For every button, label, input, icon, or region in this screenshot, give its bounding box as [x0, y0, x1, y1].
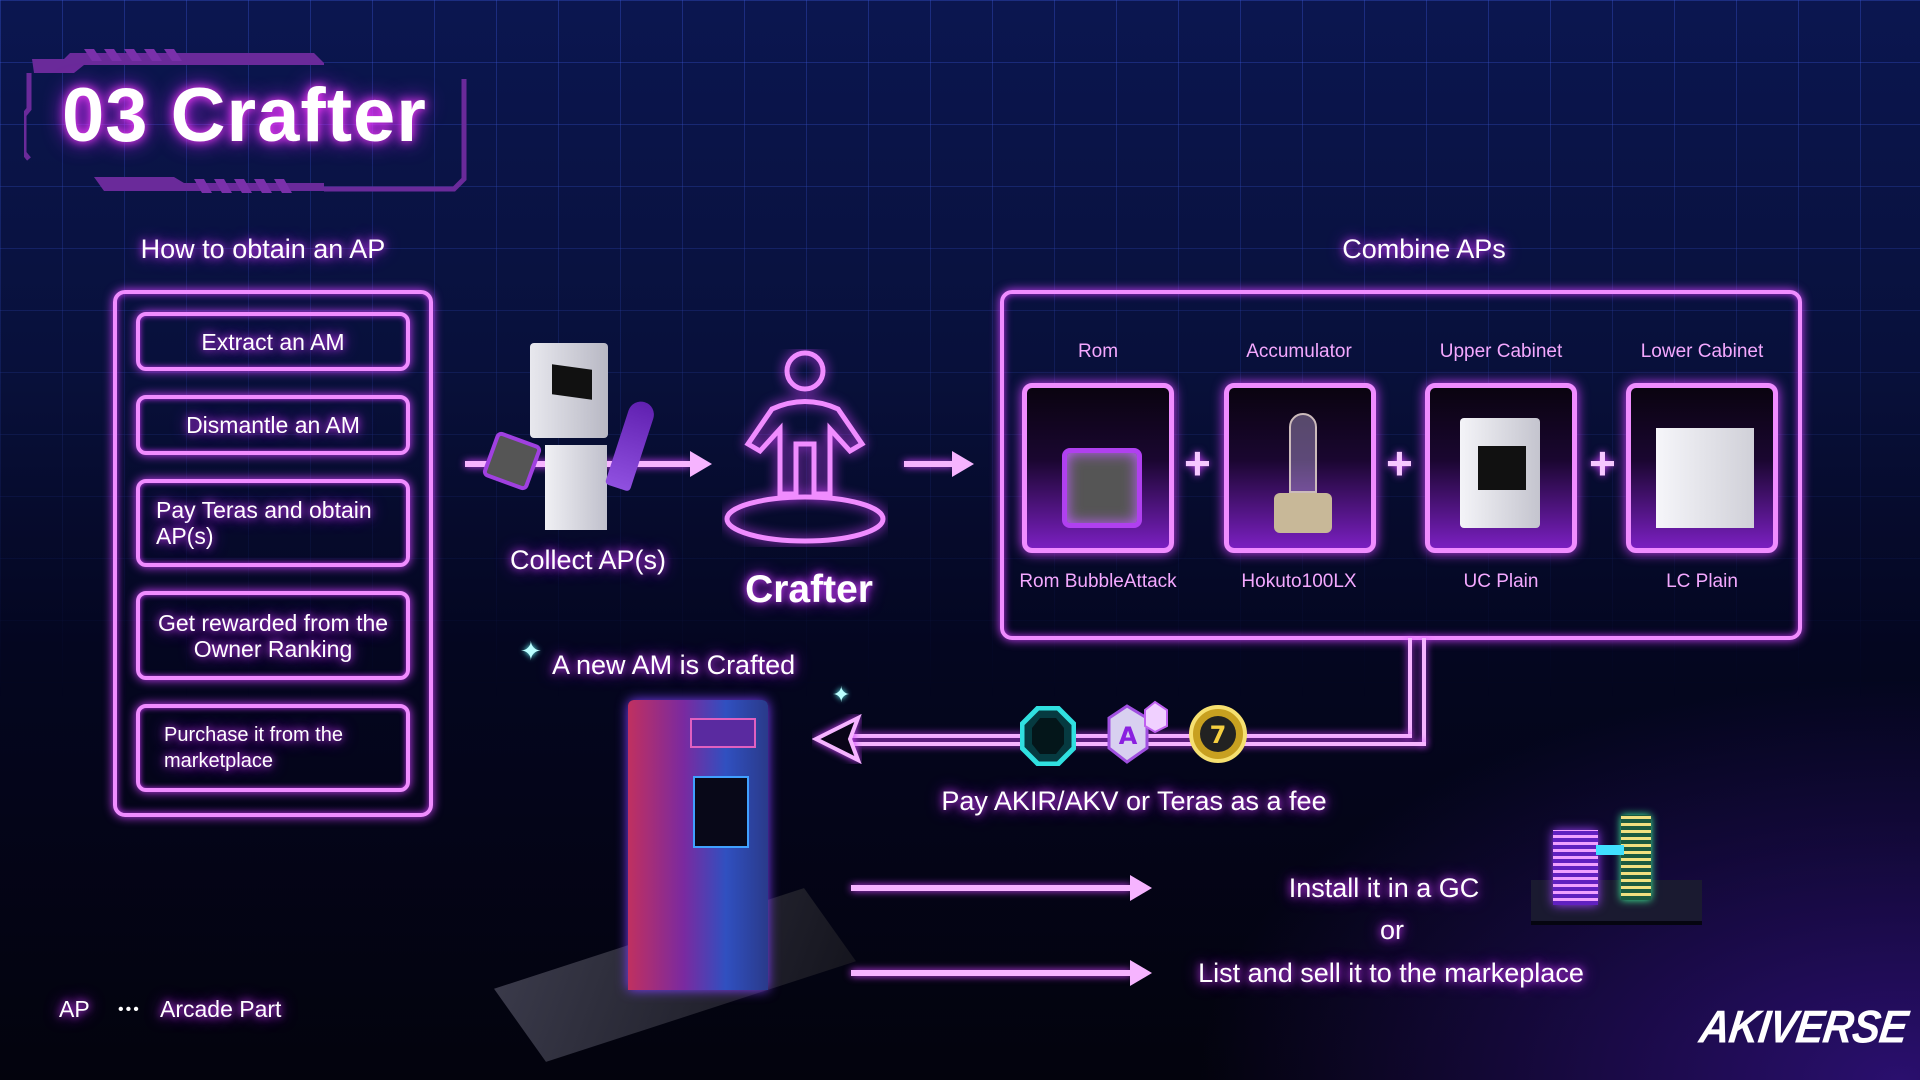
part-type-lower-cabinet: Lower Cabinet — [1640, 341, 1764, 362]
part-card-rom — [1022, 383, 1174, 553]
upper-cabinet-image — [530, 343, 608, 438]
legend-meaning: Arcade Part — [160, 996, 282, 1022]
plus-icon: + — [1184, 437, 1211, 489]
background-grid — [0, 0, 1920, 700]
plus-icon: + — [1386, 437, 1413, 489]
install-label: Install it in a GC — [1288, 873, 1480, 903]
game-center-building-image — [1531, 810, 1702, 927]
install-arrowhead — [1130, 875, 1152, 901]
collect-arrowhead — [690, 451, 712, 477]
obtain-owner-ranking: Get rewarded from the Owner Ranking — [136, 591, 410, 680]
obtain-heading: How to obtain an AP — [140, 234, 386, 264]
lower-cabinet-card-image — [1656, 428, 1754, 528]
page-title: 03 Crafter — [62, 73, 427, 158]
list-arrowhead — [1130, 960, 1152, 986]
akv-token-icon: A — [1107, 700, 1168, 764]
svg-text:A: A — [1119, 722, 1138, 750]
part-type-upper-cabinet: Upper Cabinet — [1439, 341, 1563, 362]
arcade-machine-image — [628, 700, 768, 990]
accumulator-tube-image — [1289, 413, 1317, 493]
lower-cabinet-image — [545, 445, 607, 530]
part-type-accumulator: Accumulator — [1246, 341, 1352, 362]
list-arrow-line — [851, 970, 1131, 976]
legend-abbr: AP — [59, 996, 90, 1022]
legend-dots: ••• — [118, 1001, 141, 1018]
obtain-marketplace: Purchase it from the marketplace — [136, 704, 410, 792]
connector-line — [1408, 638, 1412, 738]
fee-label: Pay AKIR/AKV or Teras as a fee — [941, 786, 1327, 816]
list-label: List and sell it to the markeplace — [1198, 958, 1584, 988]
part-card-upper-cabinet — [1425, 383, 1577, 553]
teras-coin-icon: 7 — [1189, 705, 1247, 763]
crafter-arrowhead — [952, 451, 974, 477]
part-type-rom: Rom — [1077, 341, 1119, 362]
obtain-dismantle: Dismantle an AM — [136, 395, 410, 455]
part-name-accumulator: Hokuto100LX — [1241, 571, 1357, 592]
title-frame — [24, 49, 467, 193]
plus-icon: + — [1589, 437, 1616, 489]
collect-label: Collect AP(s) — [509, 545, 667, 575]
new-am-label: A new AM is Crafted — [552, 650, 796, 680]
combine-box — [1000, 290, 1802, 640]
back-arrowhead — [812, 714, 862, 764]
install-arrow-line — [851, 885, 1131, 891]
part-name-lower-cabinet: LC Plain — [1666, 571, 1738, 592]
or-label: or — [1379, 915, 1404, 945]
upper-cabinet-card-image — [1460, 418, 1540, 528]
obtain-box — [113, 290, 433, 817]
sparkle-icon: ✦ — [832, 682, 851, 707]
part-name-upper-cabinet: UC Plain — [1463, 571, 1539, 592]
akiverse-logo: AKIVERSE — [1696, 1000, 1911, 1053]
crafter-label: Crafter — [745, 568, 873, 611]
part-name-rom: Rom BubbleAttack — [1019, 571, 1177, 592]
rom-cube-image — [1062, 448, 1142, 528]
part-card-accumulator — [1224, 383, 1376, 553]
crafter-arrow-line — [904, 461, 954, 467]
crafter-person-icon — [724, 350, 886, 544]
connector-line — [1422, 638, 1426, 746]
obtain-pay-teras: Pay Teras and obtain AP(s) — [136, 479, 410, 567]
sparkle-icon: ✦ — [520, 636, 542, 666]
part-card-lower-cabinet — [1626, 383, 1778, 553]
obtain-extract: Extract an AM — [136, 312, 410, 371]
combine-heading: Combine APs — [1342, 234, 1506, 264]
svg-text:7: 7 — [1210, 721, 1227, 749]
akir-token-icon — [1020, 706, 1076, 766]
